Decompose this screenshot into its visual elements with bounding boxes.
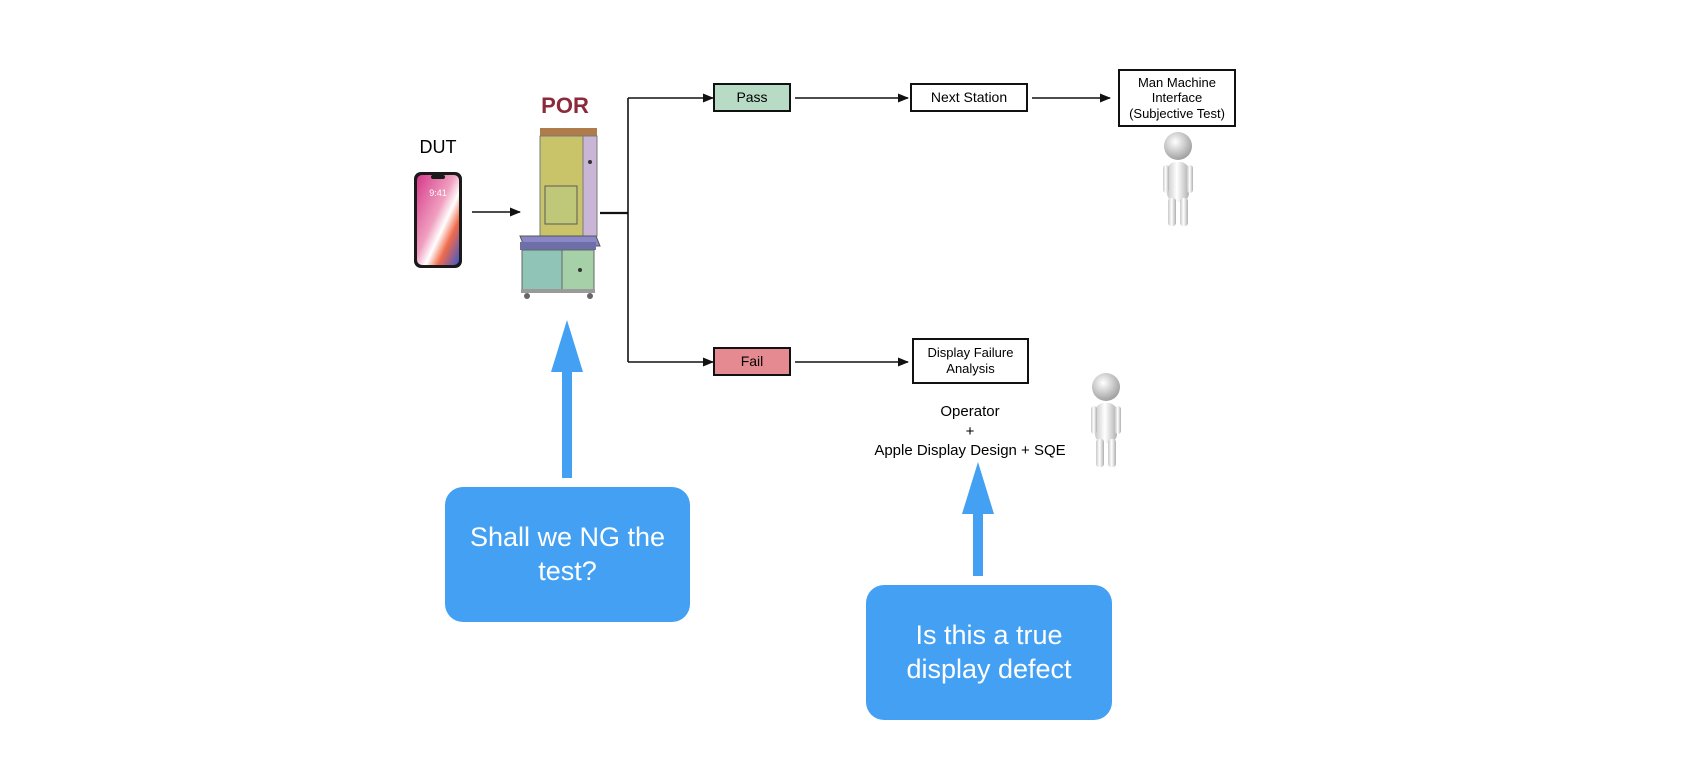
operator-line1: Operator [940, 403, 1000, 420]
mmi-line1: Man Machine [1137, 74, 1217, 90]
arrow-up-to-por [551, 320, 583, 478]
next-station-label: Next Station [930, 89, 1008, 106]
next-station-box: Next Station [910, 83, 1028, 112]
connectors [472, 93, 1112, 367]
callout-defect-line2: display defect [906, 653, 1072, 684]
phone-icon: 9:41 [414, 172, 462, 268]
dut-label: DUT [419, 137, 457, 157]
callout-ng-line2: test? [538, 555, 597, 586]
por-label: POR [541, 93, 589, 118]
callout-arrows [551, 320, 994, 576]
pass-box: Pass [713, 83, 791, 112]
mmi-line2: Interface [1151, 90, 1203, 106]
display-failure-analysis-box: Display Failure Analysis [912, 338, 1029, 384]
operator-line2: + [965, 422, 975, 440]
mmi-box: Man Machine Interface (Subjective Test) [1118, 69, 1236, 127]
person-icon [1163, 132, 1193, 226]
callout-ng-test: Shall we NG the test? [445, 487, 690, 622]
person-icon [1091, 373, 1121, 467]
fail-box: Fail [713, 347, 791, 376]
mmi-line3: (Subjective Test) [1129, 105, 1225, 121]
callout-true-defect: Is this a true display defect [866, 585, 1112, 720]
operator-note: Operator + Apple Display Design + SQE [858, 402, 1082, 461]
test-machine-icon [519, 128, 601, 299]
callout-ng-line1: Shall we NG the [469, 521, 666, 552]
fail-label: Fail [740, 353, 764, 370]
operator-line3: Apple Display Design + SQE [874, 442, 1066, 459]
arrow-up-to-operator [962, 462, 994, 576]
callout-defect-line1: Is this a true [915, 619, 1063, 650]
pass-label: Pass [736, 89, 768, 106]
phone-time-text: 9:41 [429, 188, 447, 198]
dfa-line1: Display Failure [927, 345, 1014, 361]
dfa-line2: Analysis [946, 361, 995, 376]
